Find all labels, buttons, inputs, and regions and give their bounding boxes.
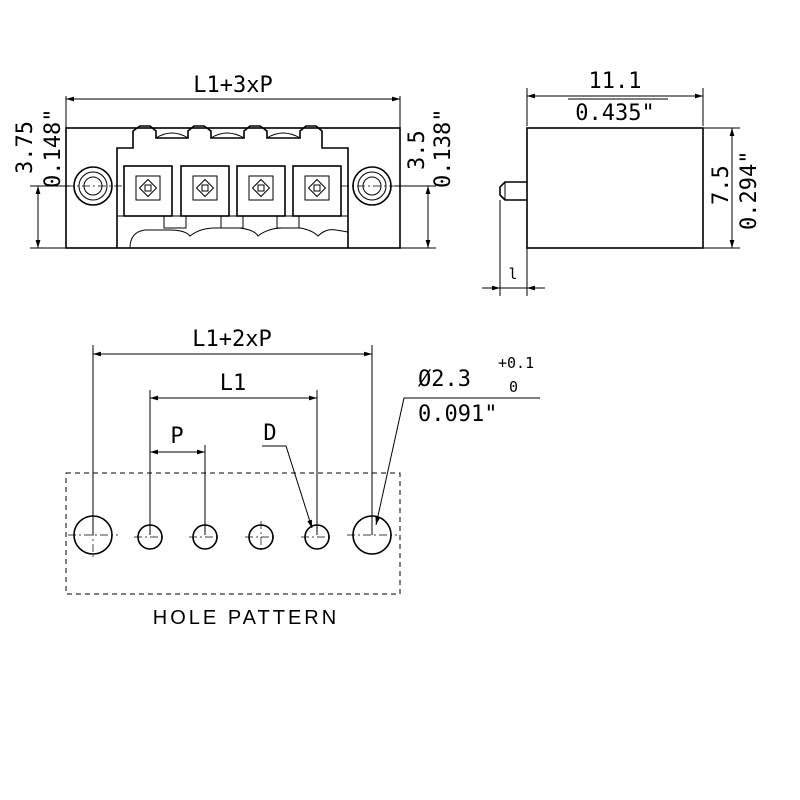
mounting-hole-right [347,515,397,555]
terminal-2 [180,165,230,217]
overall-width-label: L1+3xP [193,73,272,98]
front-view: L1+3xP [13,73,456,249]
left-flange-screw [66,166,124,206]
hole-pattern: L1+2xP L1 P D Ø2.3 +0.1 0 0.091" [65,327,540,629]
terminal-1 [123,165,173,217]
hole-d-leader [262,445,313,529]
left-height-mm: 3.75 [13,121,38,174]
terminal-4 [292,165,342,217]
left-height-in: 0.148" [41,109,66,188]
mounting-hole-left [68,512,118,558]
pitch-label: P [170,424,183,449]
plug-block [116,125,349,248]
l1-label: L1 [220,371,247,396]
side-pin [499,181,527,201]
diameter-leader [375,397,540,526]
side-width-mm: 11.1 [589,69,642,94]
connector-body [65,127,401,249]
diameter-in: 0.091" [418,402,497,427]
diameter-mm: Ø2.3 [418,367,471,392]
hole-d-label: D [263,421,276,446]
side-width-in: 0.435" [575,101,654,126]
terminal-3 [236,165,286,217]
pin-hole-4 [301,524,333,550]
outer-dimension-label: L1+2xP [192,327,271,352]
tolerance-plus: +0.1 [498,354,534,372]
side-body [526,127,704,249]
right-height-mm: 3.5 [405,130,430,170]
pin-hole-2 [189,524,221,550]
side-height-mm: 7.5 [709,165,734,205]
tolerance-zero: 0 [509,378,518,396]
pin-hole-1 [134,524,166,550]
pin-hole-3 [245,521,277,553]
right-flange-screw [341,166,400,206]
side-view: 11.1 0.435" 7.5 0.294" l [482,69,762,296]
hole-pattern-outline [65,472,401,595]
hole-pattern-caption: HOLE PATTERN [153,607,339,629]
pin-length-label: l [508,265,517,283]
side-height-in: 0.294" [737,151,762,230]
right-height-in: 0.138" [431,109,456,188]
